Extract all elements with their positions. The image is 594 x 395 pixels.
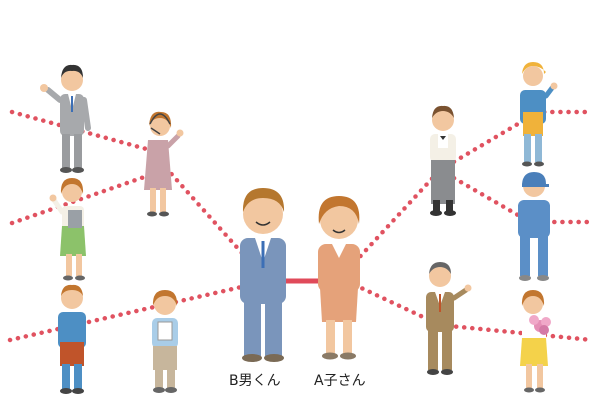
person-man-apron bbox=[58, 284, 86, 394]
person-man-older-suit bbox=[426, 262, 472, 375]
person-woman-cap-apron bbox=[520, 62, 558, 167]
caption-b-man: B男くん bbox=[229, 373, 281, 389]
person-a-woman bbox=[318, 196, 360, 360]
person-woman-flowers bbox=[520, 290, 551, 393]
person-b-man bbox=[240, 188, 286, 362]
line-right-bottom-2 bbox=[437, 322, 594, 343]
connection-lines bbox=[7, 109, 594, 343]
person-woman-headset bbox=[144, 111, 184, 217]
person-man-grey-suit bbox=[40, 64, 91, 173]
person-woman-blue-shirt bbox=[152, 290, 178, 393]
person-man-worker-cap bbox=[518, 172, 550, 281]
line-right-top-1 bbox=[352, 167, 443, 265]
line-left-bottom bbox=[7, 282, 253, 343]
line-right-bottom-1 bbox=[352, 282, 443, 328]
line-left-mid bbox=[9, 172, 153, 226]
caption-a-woman: A子さん bbox=[314, 373, 366, 389]
person-woman-green-clipboard bbox=[49, 178, 86, 281]
person-man-waiter bbox=[430, 105, 456, 216]
